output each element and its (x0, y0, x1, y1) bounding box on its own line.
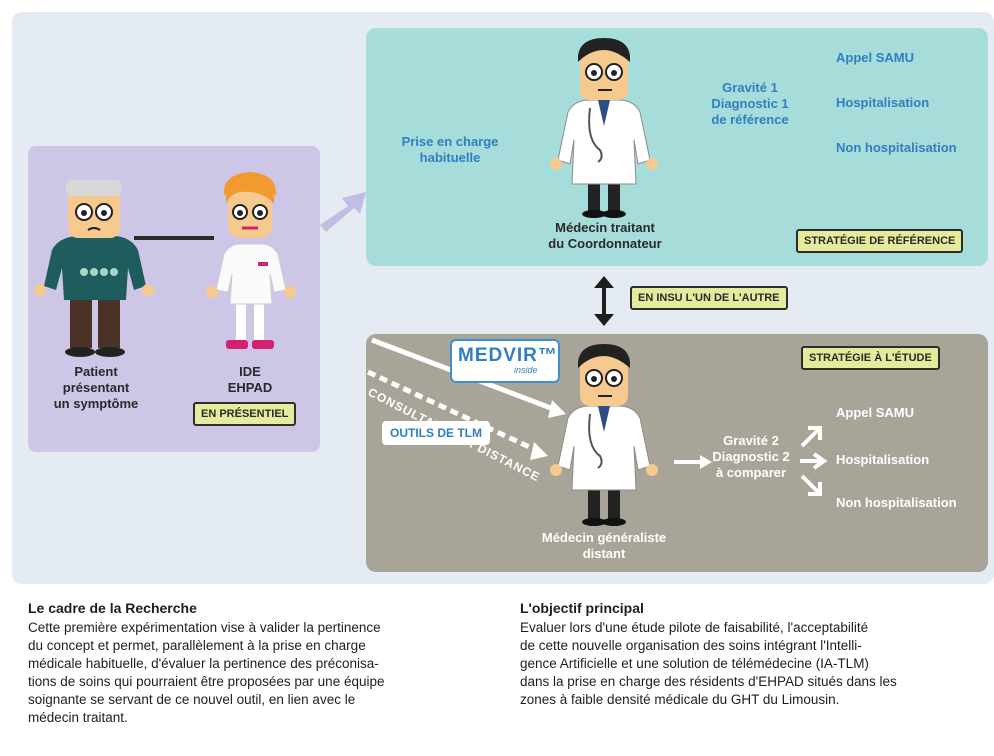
patient-label-line-2: présentant (62, 380, 130, 395)
usual-care-label: Prise en charge habituelle (390, 134, 510, 166)
patient-label-line-1: Patient (74, 364, 118, 379)
distant-doctor-label: Médecin généraliste distant (534, 530, 674, 562)
framework-line: médicale habituelle, d'évaluer la pertin… (28, 656, 379, 671)
reference-doctor-label: Médecin traitant du Coordonnateur (540, 220, 670, 252)
medvir-logo-inside: inside (514, 365, 538, 375)
study-diagnosis-label: Gravité 2 Diagnostic 2 à comparer (704, 433, 798, 481)
reference-outcome-hospitalisation: Hospitalisation (836, 95, 930, 110)
reference-diagnosis-label: Gravité 1 Diagnostic 1 de référence (698, 80, 802, 128)
patient-label-line-3: un symptôme (53, 396, 139, 411)
patient-illustration-icon (34, 180, 154, 357)
blind-link-badge: EN INSU L'UN DE L'AUTRE (630, 286, 788, 310)
reference-diagnosis-line-3: de référence (711, 112, 789, 127)
study-diagnosis-line-1: Gravité 2 (723, 433, 779, 448)
framework-line: tions de soins qui pourraient être propo… (28, 674, 385, 689)
reference-strategy-panel (366, 28, 988, 266)
nurse-illustration-icon (206, 172, 296, 349)
objective-line: gence Artificielle et une solution de té… (520, 656, 869, 671)
ide-label-line-2: EHPAD (227, 380, 273, 395)
patient-label: Patient présentant un symptôme (50, 364, 142, 412)
reference-doctor-illustration-icon (550, 38, 658, 218)
distant-doctor-line-2: distant (582, 546, 626, 561)
reference-doctor-line-2: du Coordonnateur (548, 236, 662, 251)
presential-badge: EN PRÉSENTIEL (193, 402, 297, 426)
medvir-logo-word: MEDVIR™ (458, 345, 558, 366)
study-outcome-samu: Appel SAMU (836, 405, 914, 420)
objective-line: Evaluer lors d'une étude pilote de faisa… (520, 620, 869, 635)
objective-line: dans la prise en charge des résidents d'… (520, 674, 897, 689)
ide-label-line-1: IDE (239, 364, 261, 379)
objective-heading: L'objectif principal (520, 600, 644, 616)
objective-line: zones à faible densité médicale du GHT d… (520, 692, 840, 707)
framework-text: Cette première expérimentation vise à va… (28, 619, 498, 727)
reference-diagnosis-line-2: Diagnostic 1 (711, 96, 789, 111)
double-arrow-icon (594, 276, 614, 326)
objective-line: de cette nouvelle organisation des soins… (520, 638, 862, 653)
reference-doctor-line-1: Médecin traitant (555, 220, 655, 235)
framework-line: soignante se servant de ce nouvel outil,… (28, 692, 356, 707)
framework-line: médecin traitant. (28, 710, 128, 725)
consultation-arrow-solid-head-icon (548, 400, 566, 418)
study-outcome-non-hospitalisation: Non hospitalisation (836, 495, 957, 510)
ide-label: IDE EHPAD (210, 364, 290, 396)
consultation-arrow-dashed-head-icon (530, 442, 548, 460)
framework-heading: Le cadre de la Recherche (28, 600, 197, 616)
framework-line: Cette première expérimentation vise à va… (28, 620, 381, 635)
study-outcome-hospitalisation: Hospitalisation (836, 452, 930, 467)
reference-outcome-samu: Appel SAMU (836, 50, 914, 65)
study-diagnosis-line-2: Diagnostic 2 (712, 449, 790, 464)
distant-doctor-line-1: Médecin généraliste (541, 530, 667, 545)
objective-text: Evaluer lors d'une étude pilote de faisa… (520, 619, 990, 709)
reference-strategy-badge: STRATÉGIE DE RÉFÉRENCE (796, 229, 964, 253)
reference-diagnosis-line-1: Gravité 1 (722, 80, 778, 95)
usual-care-line-2: habituelle (419, 150, 481, 165)
usual-care-line-1: Prise en charge (401, 134, 499, 149)
distant-doctor-illustration-icon (550, 344, 658, 526)
outcome-arrows-icon (800, 426, 828, 496)
medvir-logo: MEDVIR™ inside (450, 339, 560, 383)
reference-outcome-non-hospitalisation: Non hospitalisation (836, 140, 957, 155)
study-diagnosis-line-3: à comparer (715, 465, 787, 480)
consultation-arrow-dashed (366, 369, 542, 455)
telemedicine-tools-label: OUTILS DE TLM (382, 421, 490, 445)
study-strategy-badge: STRATÉGIE À L'ÉTUDE (801, 346, 940, 370)
gravity-arrow-head-icon (700, 455, 712, 469)
arrow-to-reference-icon (320, 192, 366, 232)
framework-line: du concept et permet, parallèlement à la… (28, 638, 366, 653)
